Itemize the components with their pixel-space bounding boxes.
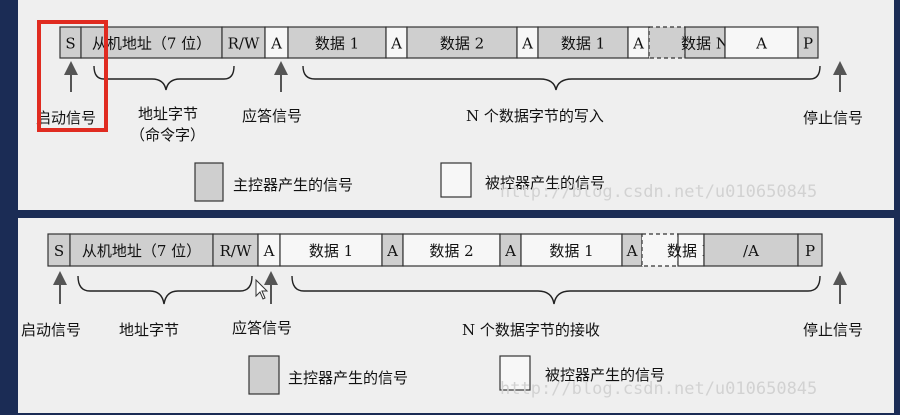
- frame-cell-label: 数据 1: [315, 35, 359, 53]
- frame-cell-label: 数据 2: [429, 242, 473, 260]
- frame-cell-label: 数据 N: [681, 35, 729, 53]
- watermark: http://blog.csdn.net/u010650845: [500, 379, 817, 399]
- frame-cell-label: 从机地址（7 位）: [92, 35, 211, 53]
- legend-master-label: 主控器产生的信号: [288, 369, 408, 387]
- frame-cell: [724, 26, 799, 59]
- frame-cell-label: A: [386, 242, 398, 260]
- legend-slave-swatch: [440, 162, 472, 198]
- stop-signal-label: 停止信号: [803, 321, 863, 339]
- frame-cell-label: A: [270, 35, 282, 53]
- frame-cell: [684, 26, 726, 59]
- frame-cell: [703, 233, 799, 267]
- legend-slave-swatch: [499, 355, 531, 391]
- frame-cell-label: 数据 2: [440, 35, 484, 53]
- address-byte-label: 地址字节: [119, 321, 179, 339]
- frame-cell-label: A: [632, 35, 644, 53]
- legend-slave-label: 被控器产生的信号: [485, 174, 605, 192]
- frame-cell-label: A: [626, 242, 638, 260]
- frame-cell-label: A: [755, 35, 767, 53]
- frame-cell: [537, 26, 629, 59]
- address-brace: [93, 65, 235, 91]
- frame-cell-label: A: [390, 35, 402, 53]
- frame-cell: [648, 26, 686, 59]
- data-read-label: N 个数据字节的接收: [462, 321, 600, 339]
- data-brace: [302, 65, 821, 91]
- watermark: http://blog.csdn.net/u010650845: [500, 182, 817, 202]
- legend-master-swatch: [248, 355, 280, 395]
- command-word-label: （命令字）: [130, 126, 205, 144]
- frame-cell-label: 数据 1: [561, 35, 605, 53]
- read-frame-diagram: S 从机地址（7 位） R/W A 数据 1 A 数据 2 A 数据 1 A 数据 N/A P 启动信…: [21, 233, 863, 399]
- frame-cell-label: R/W: [228, 35, 260, 53]
- frame-cell-label: A: [521, 35, 533, 53]
- frame-cell: [677, 233, 705, 267]
- frame-cell: [212, 233, 259, 267]
- data-brace: [291, 275, 821, 305]
- frame-cell: [69, 233, 214, 267]
- frame-cell-label: 从机地址（7 位）: [82, 242, 201, 260]
- frame-cell-label: P: [805, 242, 815, 260]
- frame-cell-label: S: [65, 35, 75, 53]
- frame-cell-label: A: [504, 242, 516, 260]
- frame-cell: [520, 233, 623, 267]
- ack-signal-label: 应答信号: [232, 319, 292, 337]
- mouse-cursor-icon: [255, 278, 269, 300]
- frame-cell-label: 数据 N: [667, 242, 715, 260]
- frame-cell: [641, 233, 679, 267]
- frame-cell-label: /A: [743, 242, 759, 260]
- frame-cell: [797, 26, 819, 59]
- read-frame-panel: S 从机地址（7 位） R/W A 数据 1 A 数据 2 A 数据 1 A 数据 N/A P 启动信…: [18, 218, 894, 413]
- legend-master-label: 主控器产生的信号: [233, 176, 353, 194]
- write-frame-panel: S 从机地址（7 位） R/W A 数据 1 A 数据 2 A 数据 1 A 数据 N A P 启动信号…: [18, 0, 894, 210]
- start-signal-label: 启动信号: [21, 321, 81, 339]
- frame-cell: [797, 233, 823, 267]
- frame-cell-label: A: [263, 242, 275, 260]
- legend-master-swatch: [194, 162, 224, 202]
- frame-cell-label: S: [54, 242, 64, 260]
- frame-cell-label: R/W: [220, 242, 252, 260]
- start-signal-label: 启动信号: [36, 109, 96, 127]
- frame-cell-label: 数据 1: [549, 242, 593, 260]
- start-highlight-box: [37, 20, 108, 132]
- frame-cell-label: P: [803, 35, 813, 53]
- stop-signal-label: 停止信号: [803, 109, 863, 127]
- frame-cell: [402, 233, 501, 267]
- data-write-label: N 个数据字节的写入: [466, 107, 604, 125]
- legend-slave-label: 被控器产生的信号: [545, 366, 665, 384]
- write-frame-diagram: S 从机地址（7 位） R/W A 数据 1 A 数据 2 A 数据 1 A 数据 N A P 启动信号…: [36, 20, 863, 202]
- frame-cell: [221, 26, 266, 59]
- frame-cell: [406, 26, 518, 59]
- frame-cell-label: 数据 1: [309, 242, 353, 260]
- address-byte-label: 地址字节: [138, 105, 198, 123]
- address-brace: [77, 275, 253, 305]
- ack-signal-label: 应答信号: [242, 107, 302, 125]
